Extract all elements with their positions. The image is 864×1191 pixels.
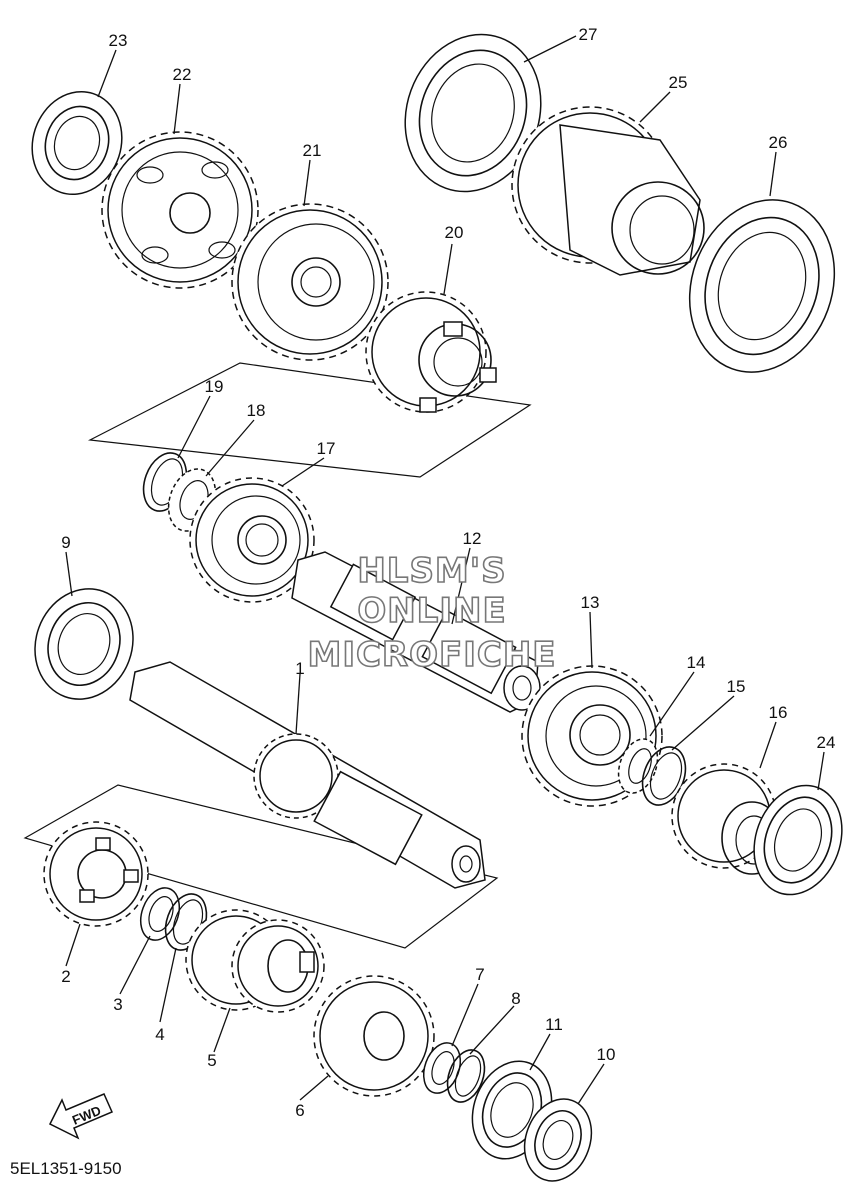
part-8-circlip[interactable]: [441, 1045, 491, 1107]
callout-2: 2: [61, 967, 70, 986]
callout-23: 23: [109, 31, 128, 50]
watermark-line-2: ONLINE: [357, 591, 506, 631]
part-25-gear[interactable]: [511, 106, 705, 276]
callout-4: 4: [155, 1025, 164, 1044]
callout-25: 25: [669, 73, 688, 92]
leader-lines: [65, 35, 825, 1105]
part-10-oil-seal[interactable]: [514, 1090, 603, 1191]
callout-3: 3: [113, 995, 122, 1014]
callout-8: 8: [511, 989, 520, 1008]
callout-16: 16: [769, 703, 788, 722]
callout-7: 7: [475, 965, 484, 984]
part-7-washer[interactable]: [417, 1038, 467, 1098]
part-17-gear[interactable]: [189, 477, 315, 603]
callout-5: 5: [207, 1051, 216, 1070]
group-frame-upper: [87, 362, 532, 478]
part-21-gear[interactable]: [231, 203, 389, 361]
part-6-gear[interactable]: [313, 975, 435, 1097]
callout-10: 10: [597, 1045, 616, 1064]
callout-1: 1: [295, 659, 304, 678]
part-1-main-axle[interactable]: [129, 661, 486, 889]
watermark-line-1: HLSM'S: [357, 551, 506, 591]
callout-9: 9: [61, 533, 70, 552]
part-2-gear[interactable]: [43, 821, 149, 927]
callout-22: 22: [173, 65, 192, 84]
part-24-bearing[interactable]: [739, 773, 856, 907]
callout-14: 14: [687, 653, 706, 672]
callout-18: 18: [247, 401, 266, 420]
part-3-washer[interactable]: [134, 882, 186, 945]
part-12-axle[interactable]: [291, 551, 541, 713]
watermark-line-3: MICROFICHE: [307, 635, 556, 675]
part-27-bearing[interactable]: [384, 15, 563, 210]
callout-12: 12: [463, 529, 482, 548]
callout-20: 20: [445, 223, 464, 242]
part-14-washer[interactable]: [612, 734, 665, 799]
part-code: 5EL1351-9150: [10, 1159, 122, 1178]
part-16-gear[interactable]: [671, 763, 783, 875]
part-9-bearing[interactable]: [20, 575, 149, 713]
callout-6: 6: [295, 1101, 304, 1120]
part-26-bearing[interactable]: [666, 179, 858, 392]
callout-17: 17: [317, 439, 336, 458]
callout-19: 19: [205, 377, 224, 396]
fwd-arrow-icon: FWD: [48, 1093, 113, 1140]
part-23-bearing[interactable]: [19, 80, 135, 206]
callout-15: 15: [727, 677, 746, 696]
callout-26: 26: [769, 133, 788, 152]
callout-27: 27: [579, 25, 598, 44]
callout-13: 13: [581, 593, 600, 612]
part-5-gear[interactable]: [185, 909, 325, 1013]
callout-24: 24: [817, 733, 836, 752]
part-20-gear[interactable]: [365, 291, 497, 413]
callout-11: 11: [545, 1015, 563, 1034]
callout-21: 21: [303, 141, 322, 160]
part-22-gear[interactable]: [101, 131, 259, 289]
group-frame-lower: [23, 784, 499, 949]
